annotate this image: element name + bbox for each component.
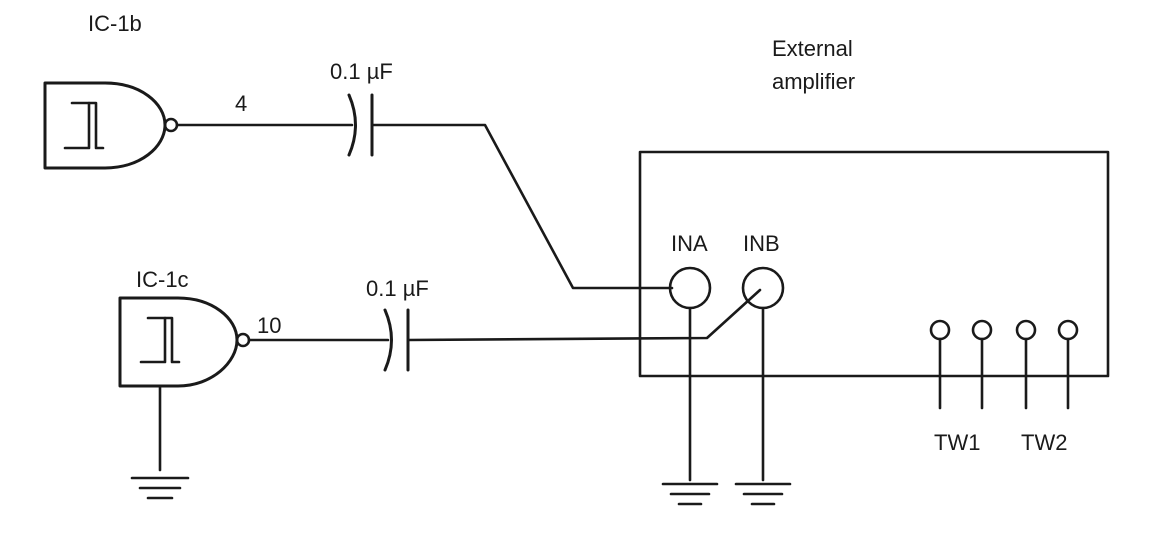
terminal-tw2-b	[1057, 319, 1079, 410]
schmitt-trigger-icon	[63, 101, 105, 150]
label-tw1: TW1	[934, 430, 980, 455]
jack-inb	[741, 266, 785, 310]
nand-gate-ic-1c	[118, 296, 251, 388]
jack-ina	[668, 266, 712, 310]
ground-icon	[661, 482, 719, 506]
label-cap-bottom: 0.1 µF	[366, 276, 429, 301]
ground-icon	[734, 482, 792, 506]
label-ic-1b: IC-1b	[88, 11, 142, 36]
external-amplifier-box	[638, 150, 1110, 378]
label-amplifier-line2: amplifier	[772, 69, 855, 94]
label-pin-10: 10	[257, 313, 281, 338]
ground-icon	[130, 476, 190, 500]
nand-gate-ic-1b	[43, 81, 179, 170]
label-tw2: TW2	[1021, 430, 1067, 455]
label-pin-4: 4	[235, 91, 247, 116]
wire-to-inb	[406, 288, 762, 342]
terminal-tw2-a	[1015, 319, 1037, 410]
label-inb: INB	[743, 231, 780, 256]
label-ic-1c: IC-1c	[136, 267, 189, 292]
inverter-bubble-ic-1c	[235, 332, 251, 348]
label-amplifier-line1: External	[772, 36, 853, 61]
terminal-tw1-b	[971, 319, 993, 410]
schmitt-trigger-icon	[139, 316, 181, 364]
label-ina: INA	[671, 231, 708, 256]
inverter-bubble-ic-1b	[163, 117, 179, 133]
terminal-tw1-a	[929, 319, 951, 410]
label-cap-top: 0.1 µF	[330, 59, 393, 84]
wire-to-ina	[370, 123, 674, 290]
